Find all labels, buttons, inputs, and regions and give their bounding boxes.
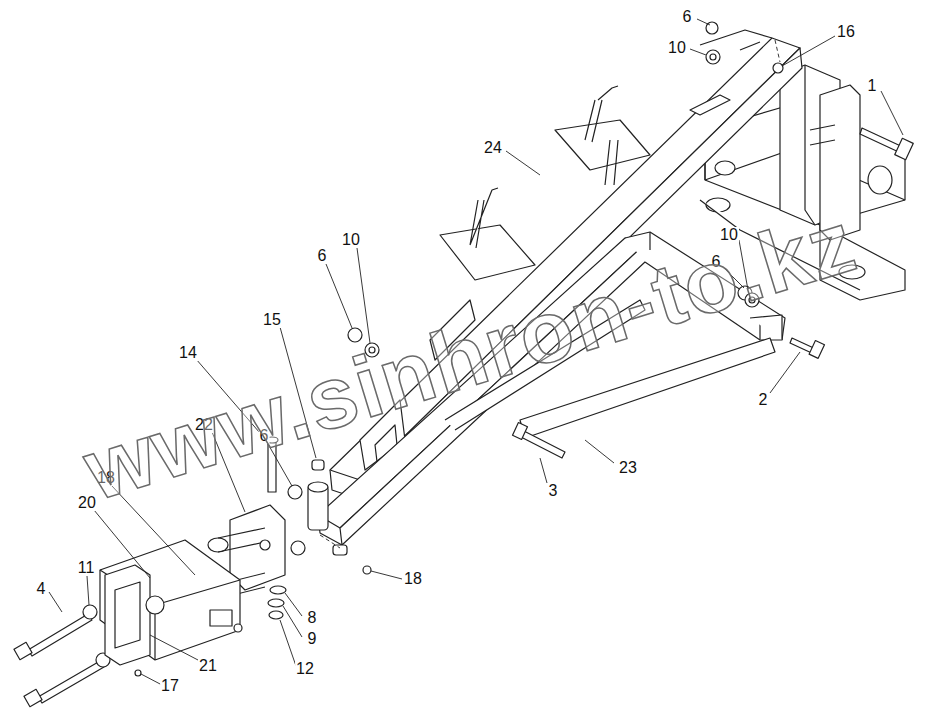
callout-number: 10 [341, 232, 361, 248]
callout-number: 6 [317, 248, 328, 264]
callout-number: 23 [618, 460, 638, 476]
callout-number: 14 [178, 345, 198, 361]
callout-number: 16 [836, 24, 856, 40]
hitch-block [100, 540, 242, 665]
callout-number: 6 [682, 9, 693, 25]
callout-number: 12 [295, 661, 315, 677]
callout-number: 11 [77, 560, 96, 576]
callout-number: 10 [667, 40, 687, 56]
callout-number: 4 [36, 581, 47, 597]
callout-number: 3 [548, 483, 559, 499]
bolts [14, 128, 913, 707]
callout-number: 18 [403, 571, 423, 587]
callout-number: 17 [160, 678, 180, 694]
callout-number: 9 [307, 631, 318, 647]
callout-number: 8 [307, 610, 318, 626]
callout-number: 2 [758, 392, 769, 408]
callout-number: 20 [77, 495, 97, 511]
leader-lines [49, 19, 903, 685]
callout-number: 24 [483, 140, 503, 156]
callout-number: 21 [198, 658, 218, 674]
callout-number: 1 [867, 78, 878, 94]
callout-number: 15 [262, 312, 282, 328]
